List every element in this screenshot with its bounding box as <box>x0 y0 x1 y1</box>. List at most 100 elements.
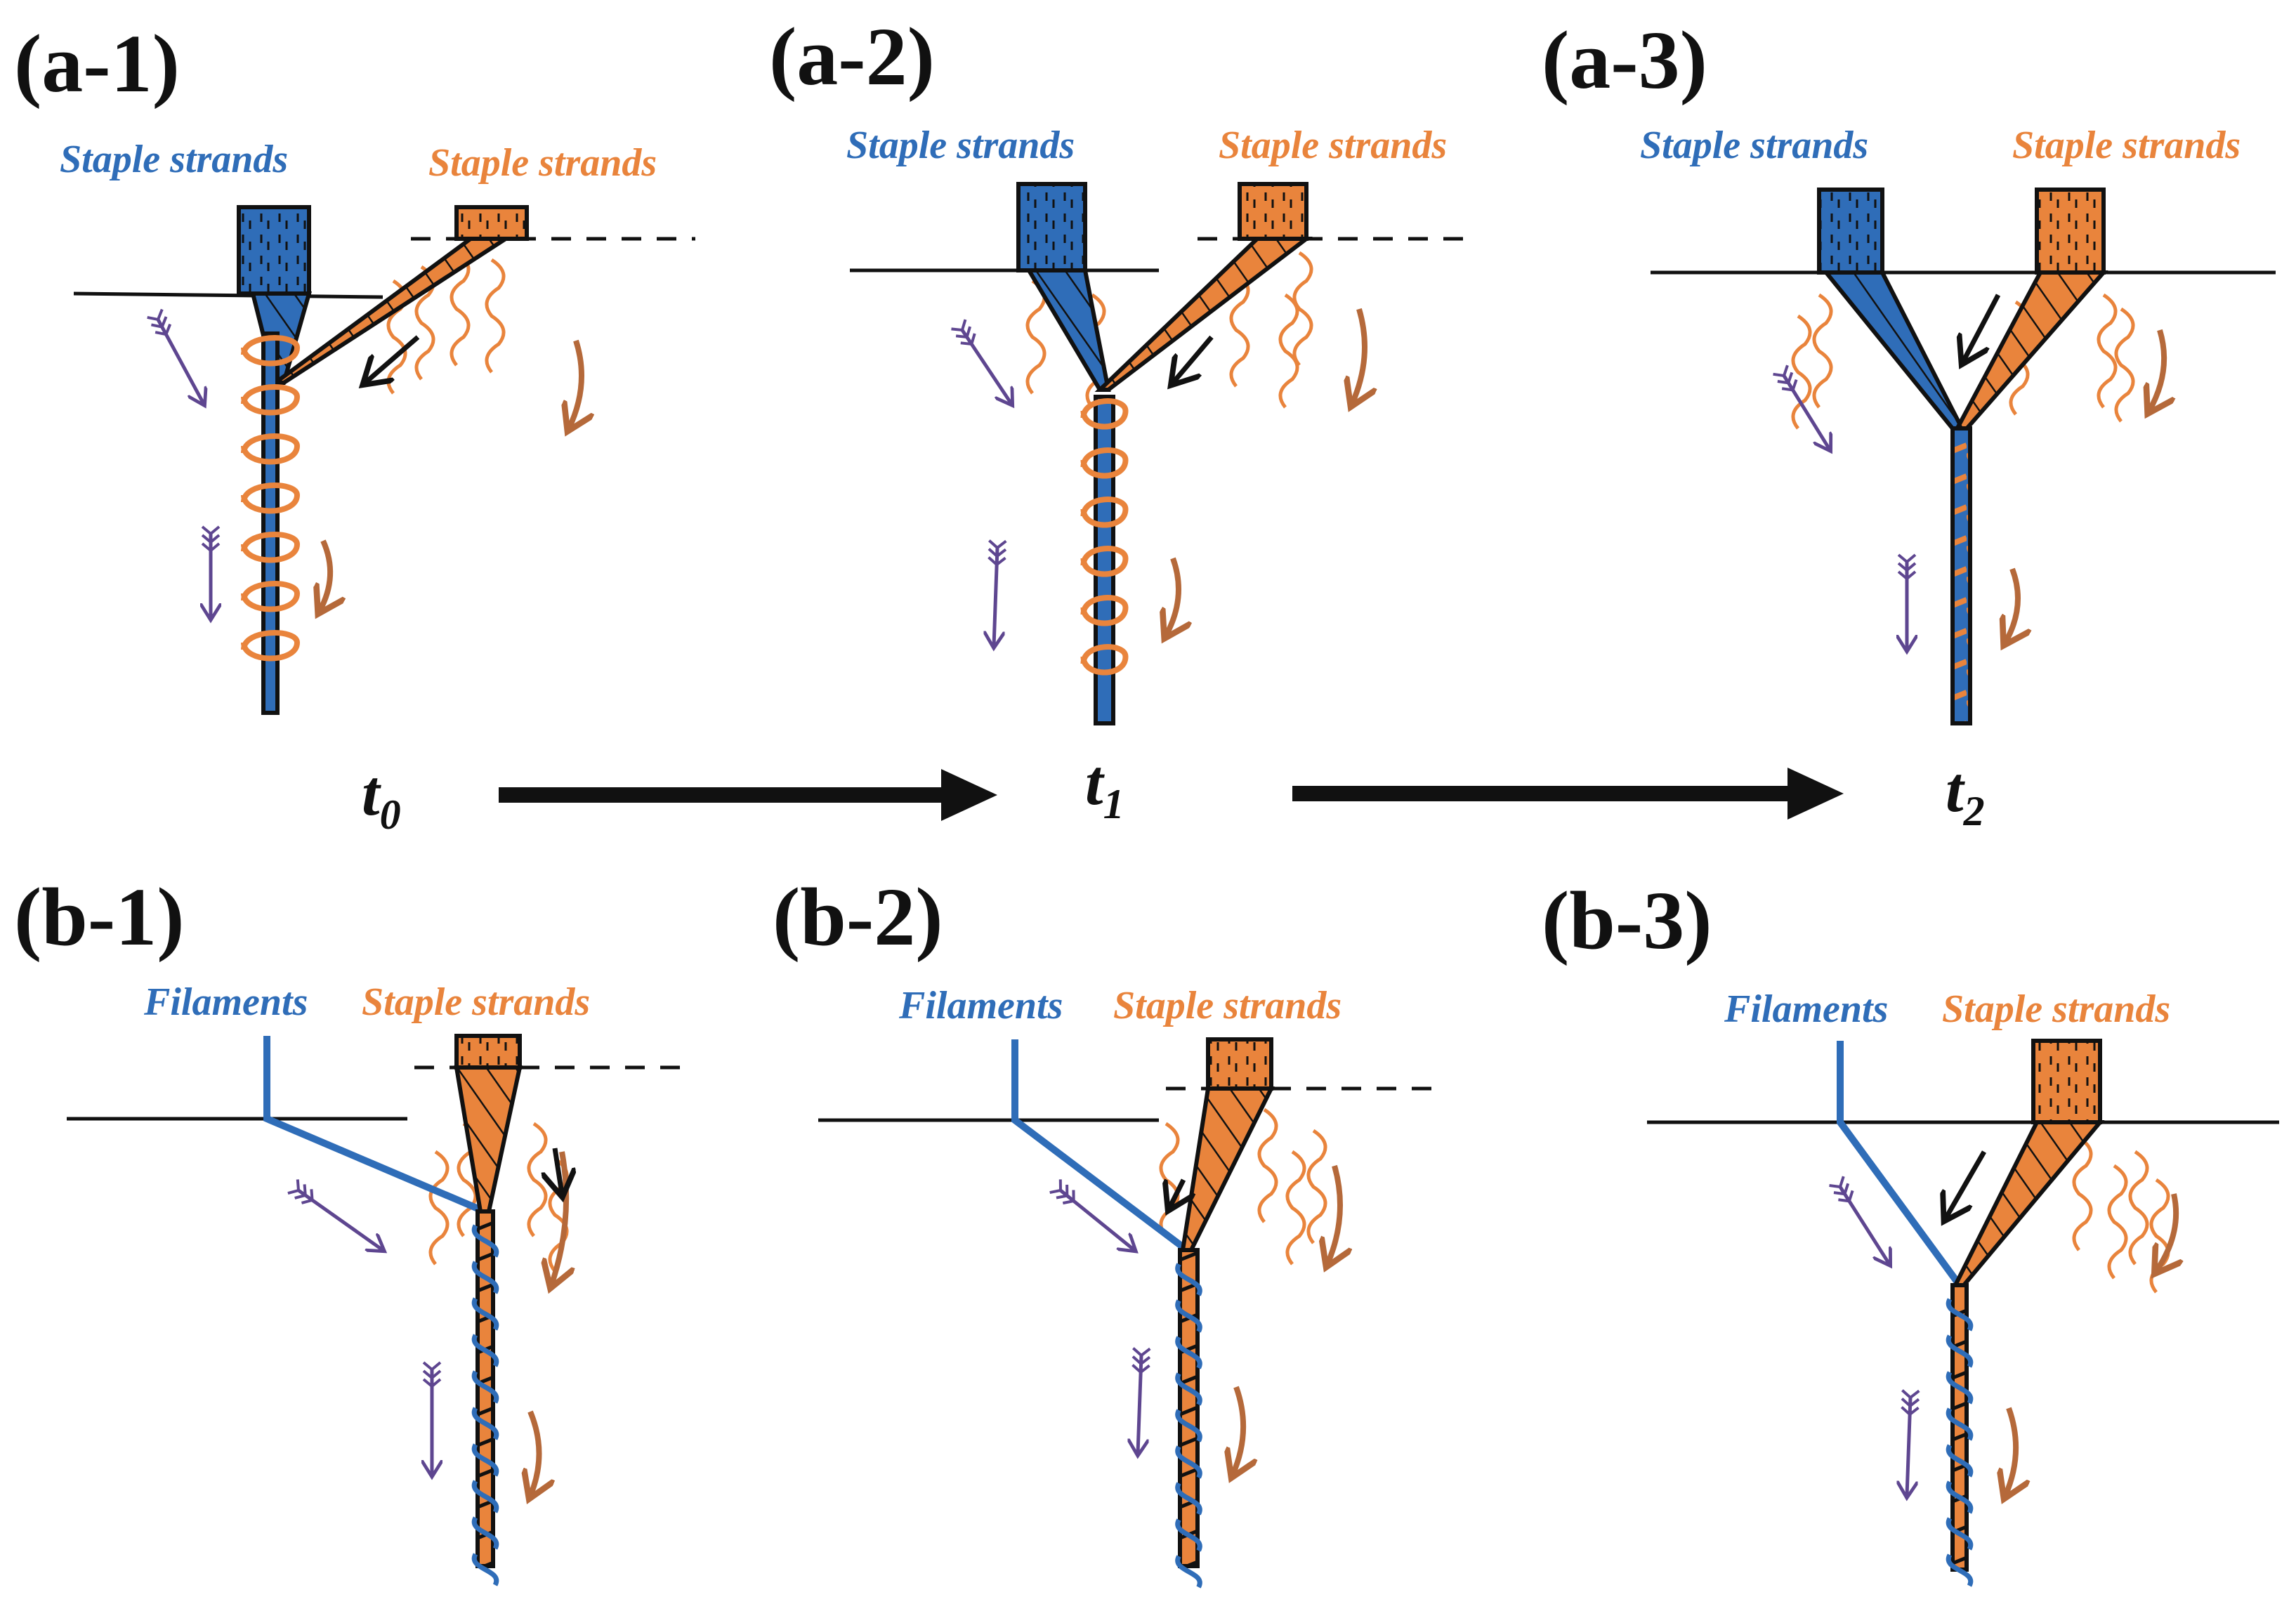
purple-feather-arrow-fletch <box>201 534 221 544</box>
purple-feather-arrow-fletch <box>1773 364 1789 378</box>
purple-feather-arrow-fletch <box>1131 1364 1150 1374</box>
purple-feather-arrow-fletch <box>988 548 1007 558</box>
purple-feather-arrow-fletch <box>422 1361 442 1372</box>
filament-line <box>1837 1041 1963 1287</box>
legend-right: Staple strands <box>1942 987 2170 1031</box>
blue-staple-bundle <box>1817 188 1884 275</box>
orange-spinning-triangle <box>1094 237 1313 392</box>
orange-spinning-triangle <box>1952 270 2108 434</box>
brown-curved-arrow <box>2156 1193 2176 1271</box>
time-label-t2: t2 <box>1946 754 1985 834</box>
purple-feather-arrow-fletch <box>960 333 976 346</box>
purple-feather-arrow-fletch <box>1897 570 1917 581</box>
yarn <box>261 331 280 715</box>
fiber-curl <box>2114 307 2135 423</box>
brown-curved-arrow <box>2005 567 2018 643</box>
purple-feather-arrow-fletch <box>1833 1183 1850 1196</box>
yarn <box>1178 1248 1200 1568</box>
purple-feather-arrow-fletch <box>988 539 1007 550</box>
fiber-curl <box>1306 1129 1327 1244</box>
legend-right: Staple strands <box>2012 124 2241 167</box>
purple-feather-arrow-fletch <box>301 1189 314 1204</box>
purple-feather-arrow-fletch <box>955 326 972 339</box>
brown-curved-arrow <box>1233 1386 1243 1475</box>
legend-left: Staple strands <box>846 124 1075 167</box>
brown-curved-arrow <box>2149 329 2164 411</box>
fiber-curl <box>1257 1108 1278 1223</box>
purple-feather-arrow-fletch <box>1131 1355 1151 1366</box>
orange-spinning-triangle <box>1952 1120 2105 1287</box>
panel-6: (b-3) Filaments Staple strands <box>1542 874 2279 1587</box>
fiber-curl <box>2149 1178 2170 1294</box>
fiber-curl <box>1285 1150 1306 1266</box>
fiber-curl <box>428 1150 450 1266</box>
filament-wrap-coil <box>1946 1298 1974 1587</box>
fiber-curl <box>2107 1164 2128 1280</box>
purple-feather-arrow-fletch <box>1901 1389 1920 1400</box>
orange-staple-bundle <box>1238 182 1308 241</box>
orange-staple-bundle <box>454 1034 522 1070</box>
fiber-curl <box>1791 314 1812 430</box>
fiber-curl <box>1229 272 1250 388</box>
fiber-curl <box>485 258 506 374</box>
black-direction-arrow <box>1173 335 1214 383</box>
panel-label: (b-2) <box>773 871 943 963</box>
legend-left: Staple strands <box>60 138 288 181</box>
purple-feather-arrow-fletch <box>1901 1406 1920 1417</box>
panel-label: (b-3) <box>1542 874 1712 966</box>
blue-staple-bundle <box>1016 182 1087 272</box>
purple-feather-arrow-fletch <box>201 525 221 536</box>
purple-feather-arrow-fletch <box>1897 562 1917 572</box>
orange-staple-bundle <box>2031 1039 2102 1124</box>
purple-feather-arrow <box>1838 1185 1889 1264</box>
panel-label: (a-2) <box>769 11 935 103</box>
purple-feather-arrow-fletch <box>155 323 172 336</box>
purple-feather-arrow-fletch <box>147 308 164 322</box>
fiber-curl <box>527 1122 548 1237</box>
brown-curved-arrow <box>569 339 582 428</box>
blue-spinning-triangle <box>1025 268 1111 392</box>
nip-line <box>73 291 383 299</box>
legend-right: Staple strands <box>428 141 657 185</box>
fiber-curl <box>450 251 471 367</box>
time-label-t1: t1 <box>1085 747 1124 827</box>
fiber-curl <box>1025 279 1047 395</box>
legend-left: Filaments <box>1724 987 1888 1031</box>
fiber-curl <box>1292 251 1313 367</box>
legend-left: Filaments <box>898 984 1063 1027</box>
fiber-curl <box>1159 1122 1180 1237</box>
purple-feather-arrow <box>1782 374 1830 449</box>
filament-line <box>263 1036 486 1215</box>
filament-line <box>1011 1039 1190 1253</box>
purple-feather-arrow-fletch <box>287 1179 301 1195</box>
orange-staple-bundle <box>1206 1037 1273 1091</box>
purple-feather-arrow-fletch <box>1049 1179 1063 1194</box>
blue-staple-bundle <box>237 205 311 296</box>
panel-label: (a-3) <box>1542 14 1707 106</box>
fiber-curl <box>2097 293 2118 409</box>
purple-feather-arrow-fletch <box>951 319 967 332</box>
legend-right: Staple strands <box>1113 984 1341 1027</box>
blue-spinning-triangle <box>1821 270 1967 434</box>
fiber-curl <box>1278 293 1299 409</box>
brown-curved-arrow <box>1166 557 1179 636</box>
purple-feather-arrow-fletch <box>201 542 221 553</box>
fiber-curl <box>2128 1150 2149 1266</box>
orange-staple-bundle <box>2035 188 2106 275</box>
yarn <box>1950 426 1972 725</box>
orange-spinning-triangle <box>454 1065 523 1214</box>
panel-5: (b-2) Filaments Staple strands <box>773 871 1447 1589</box>
purple-feather-arrow-fletch <box>988 556 1006 567</box>
purple-feather-arrow-fletch <box>151 316 168 329</box>
purple-feather-arrow-fletch <box>1901 1398 1920 1408</box>
brown-curved-arrow <box>2005 1407 2016 1496</box>
purple-feather-arrow-fletch <box>422 1369 442 1380</box>
timeline: t0 t1 t2 <box>362 747 1985 838</box>
black-direction-arrow <box>1946 1150 1987 1218</box>
time-label-t0: t0 <box>362 757 401 838</box>
orange-spinning-triangle <box>268 237 513 385</box>
